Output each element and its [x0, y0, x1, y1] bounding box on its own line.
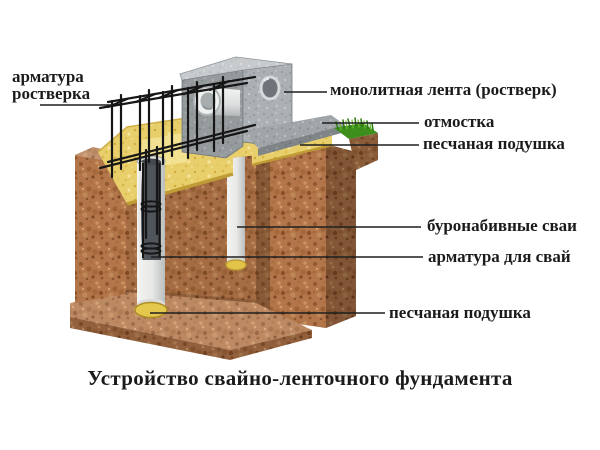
pile-right — [225, 148, 247, 271]
label-buronabivnye-svai: буронабивные сваи — [427, 216, 577, 235]
label-monolitnaya-lenta: монолитная лента (ростверк) — [330, 80, 557, 99]
grillage-hole — [259, 75, 281, 101]
label-armatura-rostverka-line2: ростверка — [12, 84, 91, 103]
blind-area-slab — [243, 115, 345, 156]
sand-pad-right-pile — [225, 259, 247, 271]
grillage-rebar-cage — [98, 75, 257, 240]
diagram-title: Устройство свайно-ленточного фундамента — [87, 366, 513, 390]
label-peschanaya-podushka-top: песчаная подушка — [423, 134, 565, 153]
pile-rebar — [140, 163, 162, 258]
label-armatura-rostverka-line1: арматура — [12, 67, 84, 86]
label-armatura-rostverka: арматура ростверка — [12, 68, 90, 102]
pile-left — [134, 155, 168, 319]
sand-pad-left-pile — [134, 301, 168, 319]
label-peschanaya-podushka-bottom: песчаная подушка — [389, 303, 531, 322]
soil-block-right — [256, 133, 378, 330]
label-otmostka: отмостка — [424, 112, 495, 131]
label-armatura-dlya-svai: арматура для свай — [428, 247, 571, 266]
excavation-floor-ledge — [70, 292, 312, 360]
